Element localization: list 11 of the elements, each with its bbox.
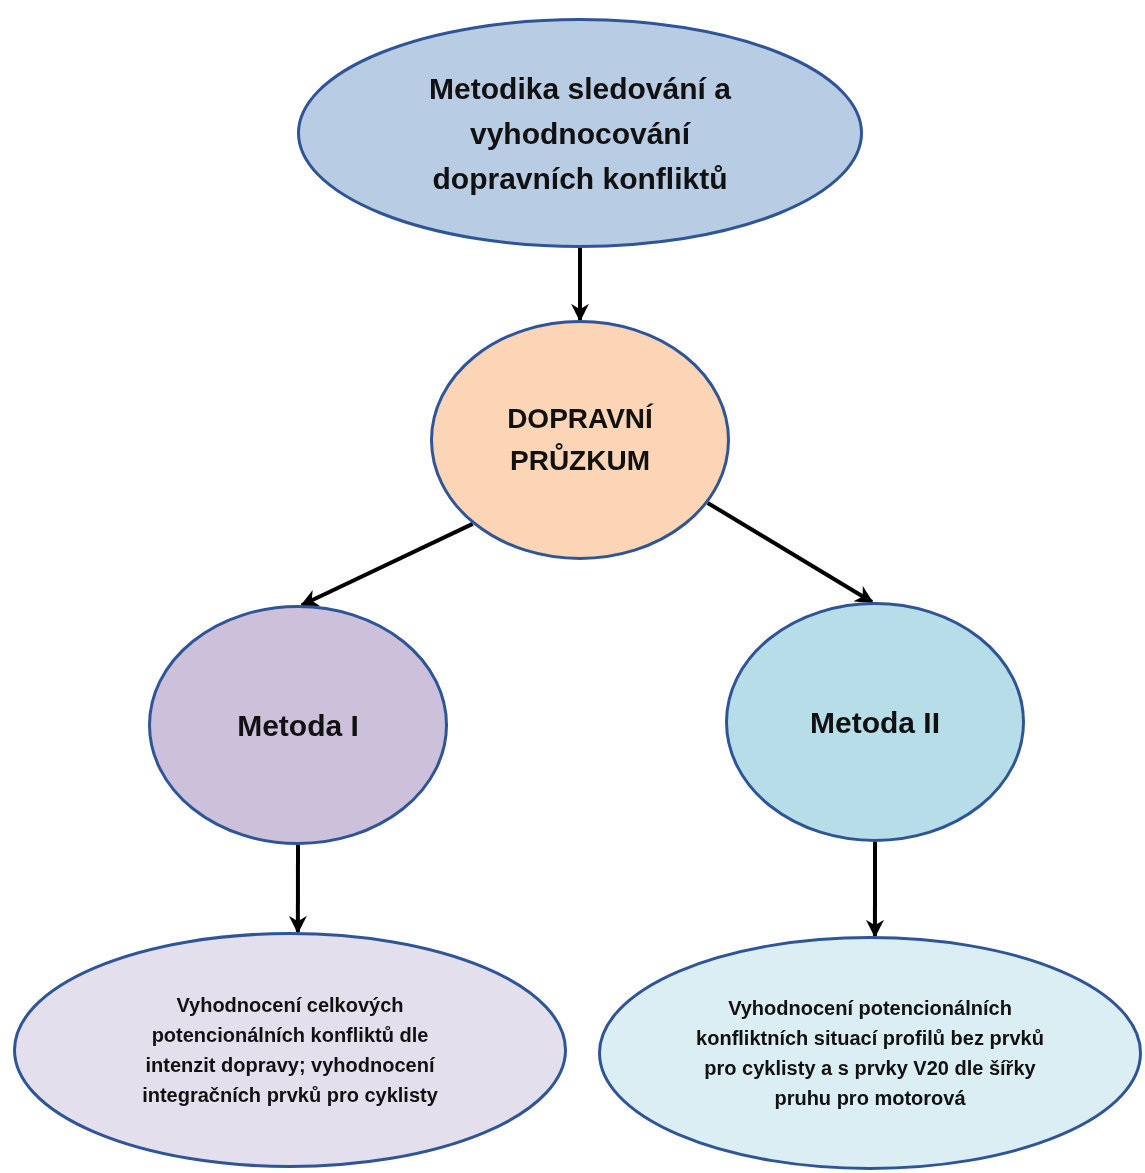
node-label: Metoda II (809, 704, 941, 741)
arrow (300, 522, 474, 607)
node-label: Metoda I (236, 707, 360, 744)
node-label: Vyhodnocení celkových potencionálních konfliktů dle intenzit dopravy; vyhodnocení integračních prvků pro cyklisty (141, 993, 439, 1108)
node-label: Vyhodnocení potencionálních konfliktních situací profilů bez prvků pro cyklisty a s prvky V20 dle šířky pruhu pro motorová (695, 996, 1045, 1111)
arrow (706, 501, 874, 604)
arrow (865, 842, 884, 938)
arrow (288, 845, 307, 934)
node-label: Metodika sledování a vyhodnocování dopravních konfliktů (428, 70, 732, 197)
node-label: DOPRAVNÍ PRŮZKUM (506, 402, 655, 478)
arrow (571, 248, 589, 322)
